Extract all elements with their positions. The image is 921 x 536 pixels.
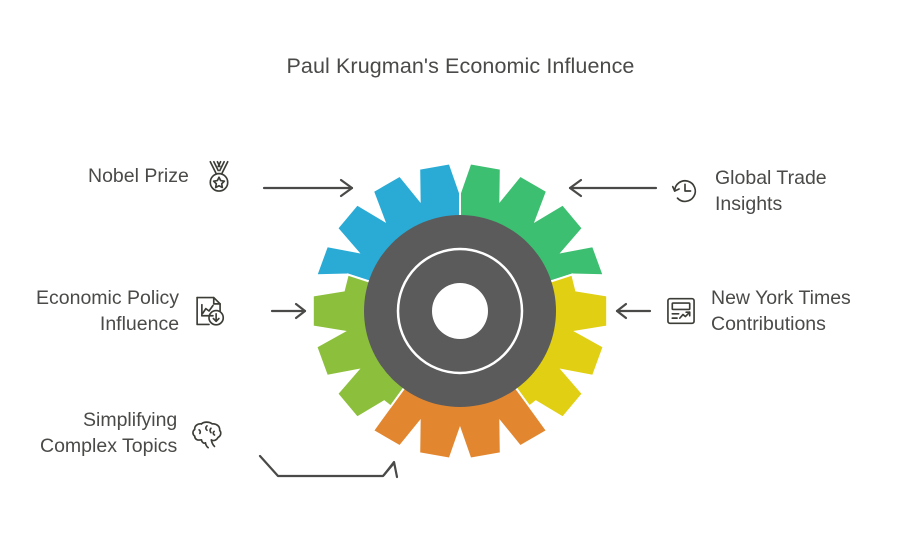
medal-icon [200,157,238,195]
label-economic-policy-influence: Economic Policy Influence [36,285,228,337]
clock-history-icon [666,172,704,210]
label-economic-policy-influence-text: Economic Policy Influence [36,287,180,335]
arrow-simplify [258,454,399,479]
label-nobel-prize-text: Nobel Prize [88,165,189,187]
label-global-trade-insights-text: Global Trade Insights [715,167,827,215]
report-chart-icon [662,292,700,330]
gear-hub [364,215,556,407]
document-chart-download-icon [190,292,228,330]
gear-segment-orange [371,384,549,460]
arrow-nobel [262,178,354,198]
gear-segment-green [459,162,606,284]
page-title: Paul Krugman's Economic Influence [286,54,635,78]
brain-icon [188,414,226,452]
label-new-york-times-contributions-text: New York Times Contributions [711,287,851,335]
arrow-nyt [615,302,652,320]
gear-segment-yellow [513,273,609,419]
label-new-york-times-contributions: New York Times Contributions [662,285,851,337]
gear-wheel [311,162,609,460]
label-global-trade-insights: Global Trade Insights [666,165,827,217]
label-simplifying-complex-topics-text: Simplifying Complex Topics [40,409,178,457]
arrow-policy [270,302,307,320]
gear-segment-light-green [311,273,407,419]
label-nobel-prize: Nobel Prize [88,157,238,195]
arrow-trade [568,178,658,198]
gear-segment-blue [314,162,461,284]
gear-hub-ring [396,247,524,375]
label-simplifying-complex-topics: Simplifying Complex Topics [40,407,226,459]
gear-hub-hole [432,283,488,339]
